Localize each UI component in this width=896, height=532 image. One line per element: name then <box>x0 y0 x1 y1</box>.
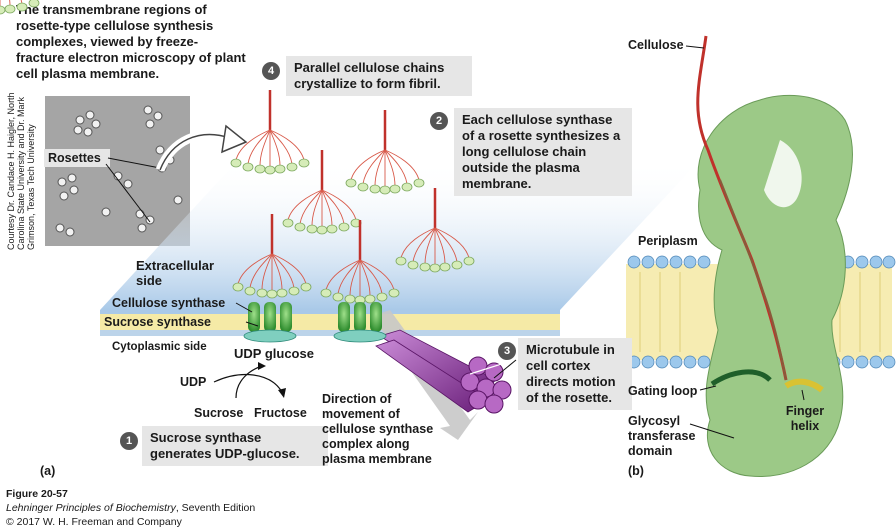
fructose-label: Fructose <box>254 406 307 420</box>
extracellular-label: Extracellular side <box>136 258 215 288</box>
finger-helix-label: Finger helix <box>785 404 825 433</box>
step-3-badge: 3 <box>498 342 516 360</box>
book-title: Lehninger Principles of Biochemistry <box>6 502 176 514</box>
sucrose-label: Sucrose <box>194 406 244 420</box>
udp-label: UDP <box>180 375 207 389</box>
step-1-callout: Sucrose synthase generates UDP-glucose. <box>142 426 328 466</box>
cellulose-synthase-label: Cellulose synthase <box>112 296 226 310</box>
copyright: © 2017 W. H. Freeman and Company <box>6 516 182 528</box>
synthase-cylinders <box>243 302 387 343</box>
periplasm-label: Periplasm <box>638 234 698 248</box>
book-edition: , Seventh Edition <box>175 502 256 514</box>
panel-b-label: (b) <box>628 464 644 478</box>
step-4-badge: 4 <box>262 62 280 80</box>
micrograph-label: Rosettes <box>48 151 101 165</box>
figure-number: Figure 20-57 <box>6 488 68 500</box>
step-2-callout: Each cellulose synthase of a rosette syn… <box>454 108 632 196</box>
sucrose-band <box>100 314 560 330</box>
sucrose-synthase-label: Sucrose synthase <box>104 315 211 329</box>
cytoplasmic-label: Cytoplasmic side <box>112 341 207 353</box>
rosettes-label-box <box>44 149 110 167</box>
rosette-complex <box>0 0 40 15</box>
intro-text: The transmembrane regions of rosette-typ… <box>16 2 246 81</box>
step-2-badge: 2 <box>430 112 448 130</box>
udp-glucose-label: UDP glucose <box>234 346 314 361</box>
glycosyl-label: Glycosyl transferase domain <box>628 414 696 458</box>
gating-loop-label: Gating loop <box>628 384 698 398</box>
cellulose-label: Cellulose <box>628 38 684 52</box>
book-citation: Lehninger Principles of Biochemistry, Se… <box>6 502 255 515</box>
reaction-arrows <box>213 365 283 399</box>
step-1-badge: 1 <box>120 432 138 450</box>
step-4-callout: Parallel cellulose chains crystallize to… <box>286 56 472 96</box>
panel-a-label: (a) <box>40 464 56 478</box>
membrane-surface <box>100 160 700 310</box>
protein-structure <box>626 35 896 478</box>
direction-label: Direction of movement of cellulose synth… <box>322 392 434 466</box>
microtubule-bundle <box>375 329 515 414</box>
step-3-callout: Microtubule in cell cortex directs motio… <box>518 338 632 410</box>
micrograph <box>45 96 190 246</box>
